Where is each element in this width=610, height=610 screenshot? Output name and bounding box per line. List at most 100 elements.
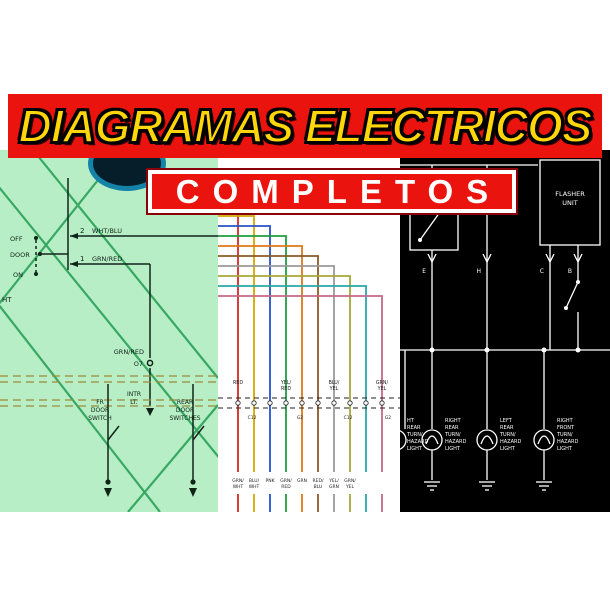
wire-code-label: GRN/: [280, 478, 292, 484]
wire-code-label: YEL: [345, 484, 355, 490]
rear-door-switch-label: REAR: [177, 399, 193, 406]
wire-code-label: GRN/: [232, 478, 244, 484]
lamp-label: REAR: [445, 425, 459, 431]
hazard-switch-lever: [565, 281, 579, 309]
wire-run: [218, 255, 319, 512]
partial-lamp-label: HT: [407, 418, 415, 424]
lamp-filament: [425, 435, 439, 445]
pin-number: 1: [80, 255, 84, 263]
partial-lamp-label: LIGHT: [407, 446, 423, 452]
wire-run: [218, 295, 383, 512]
connector-ring: [146, 359, 154, 367]
connector-code: C12: [344, 415, 353, 421]
wire-code-label: RED: [281, 484, 291, 490]
lamp-label: LEFT: [500, 418, 513, 424]
switch-position-off: OFF: [10, 235, 23, 243]
wire-code-label: GRN/: [344, 478, 356, 484]
lamp-filament: [537, 435, 551, 445]
lamp-filament: [480, 435, 494, 445]
lamp-label: TURN/: [444, 432, 461, 438]
ground-symbol: [479, 481, 495, 491]
inline-connectors: [235, 400, 385, 406]
middle-panel-text: RED YEL/ RED BLU/ YEL GRN/ YEL C12 G2 C1…: [232, 380, 391, 490]
wire-code-label: BLU: [314, 484, 323, 490]
wire-code-label: RED: [233, 380, 243, 386]
wire-run: [218, 205, 239, 512]
connector-code: C12: [248, 415, 257, 421]
ground-symbol: [536, 481, 552, 491]
middle-diagram-svg: RED YEL/ RED BLU/ YEL GRN/ YEL C12 G2 C1…: [218, 205, 400, 512]
main-title-banner: DIAGRAMAS ELECTRICOS: [8, 94, 602, 158]
flasher-unit-label: UNIT: [562, 199, 578, 207]
wire-run: [218, 265, 335, 512]
wire-color-label: GRN/RED: [114, 348, 144, 356]
flasher-unit-box: [539, 159, 601, 246]
wire-code-label: RED/: [313, 478, 324, 484]
front-door-switch-label: DOOR: [91, 407, 109, 414]
connector-code: G2: [297, 415, 303, 421]
lamp-label: TURN/: [556, 432, 573, 438]
wire-code-label: GRN/: [376, 380, 389, 386]
flasher-unit-label: FLASHER: [555, 190, 585, 198]
terminal-arrow: [545, 253, 555, 264]
terminal-letter: C: [540, 268, 544, 275]
wire-code-label: BLU/: [329, 380, 340, 386]
partial-lamp-symbol: [400, 430, 407, 450]
door-switch-circuit: [35, 178, 218, 406]
terminal-arrow: [482, 253, 492, 264]
door-switch-drops: [107, 384, 205, 482]
harness-dashed-lines: [0, 375, 218, 407]
pin-number: 2: [80, 227, 84, 235]
front-door-switch-label: FR: [96, 399, 104, 406]
terminal-letter: B: [568, 268, 572, 275]
lamp-label: LIGHT: [500, 446, 516, 452]
wire-code-label: YEL: [377, 386, 387, 392]
terminal-arrow: [427, 253, 437, 264]
sub-title-banner: COMPLETOS: [148, 170, 516, 213]
lamp-label: RIGHT: [557, 418, 574, 424]
edge-cutoff-label: HT: [2, 296, 12, 304]
right-panel-text: FLASHER UNIT E H C B HT REAR TURN/ HAZAR…: [406, 190, 585, 452]
connector-code: G2: [385, 415, 391, 421]
wire-run: [218, 275, 351, 512]
wire-run: [218, 285, 367, 512]
wire-code-label: YEL/: [328, 478, 339, 484]
rear-door-switch-label: DOOR: [176, 407, 194, 414]
connector-label: O7: [134, 360, 143, 368]
wire-code-label: GRN: [297, 478, 307, 484]
lamp-label: HAZARD: [445, 439, 467, 445]
wire-run: [218, 215, 255, 512]
wire-code-label: YEL: [329, 386, 339, 392]
partial-lamp-label: TURN/: [406, 432, 423, 438]
partial-lamp-label: REAR: [407, 425, 421, 431]
left-panel-text: 2 WHT/BLU 1 GRN/RED OFF DOOR ON HT GRN/R…: [2, 227, 201, 422]
intr-lamp-label: LT.: [130, 399, 137, 406]
wire-code-label: YEL/: [280, 380, 292, 386]
connector-dashed-lines: [218, 397, 400, 409]
wire-run: [218, 245, 303, 512]
terminal-arrow: [573, 253, 583, 264]
sub-title-text: COMPLETOS: [175, 172, 502, 210]
lamp-label: RIGHT: [445, 418, 462, 424]
main-title-text: DIAGRAMAS ELECTRICOS: [18, 99, 594, 153]
lamp-label: TURN/: [499, 432, 516, 438]
wire-code-label: BLU/: [249, 478, 260, 484]
wire-code-label: RED: [281, 386, 291, 392]
switch-position-door: DOOR: [10, 251, 30, 259]
wire-code-label: WHT: [249, 484, 260, 490]
ground-arrows: [104, 408, 197, 497]
partial-lamp-label: HAZARD: [407, 439, 429, 445]
front-door-switch-label: SWITCH: [88, 415, 112, 422]
wire-color-label: GRN/RED: [92, 255, 122, 263]
wire-code-label: PNK: [265, 478, 275, 484]
lamp-label: HAZARD: [500, 439, 522, 445]
wire-run: [218, 225, 271, 512]
wire-code-label: WHT: [233, 484, 244, 490]
switch-contacts: [34, 233, 78, 276]
wire-color-label: WHT/BLU: [92, 227, 122, 235]
ground-symbol: [424, 481, 440, 491]
lamp-label: LIGHT: [445, 446, 461, 452]
lamp-label: FRONT: [557, 425, 575, 431]
lamp-label: REAR: [500, 425, 514, 431]
